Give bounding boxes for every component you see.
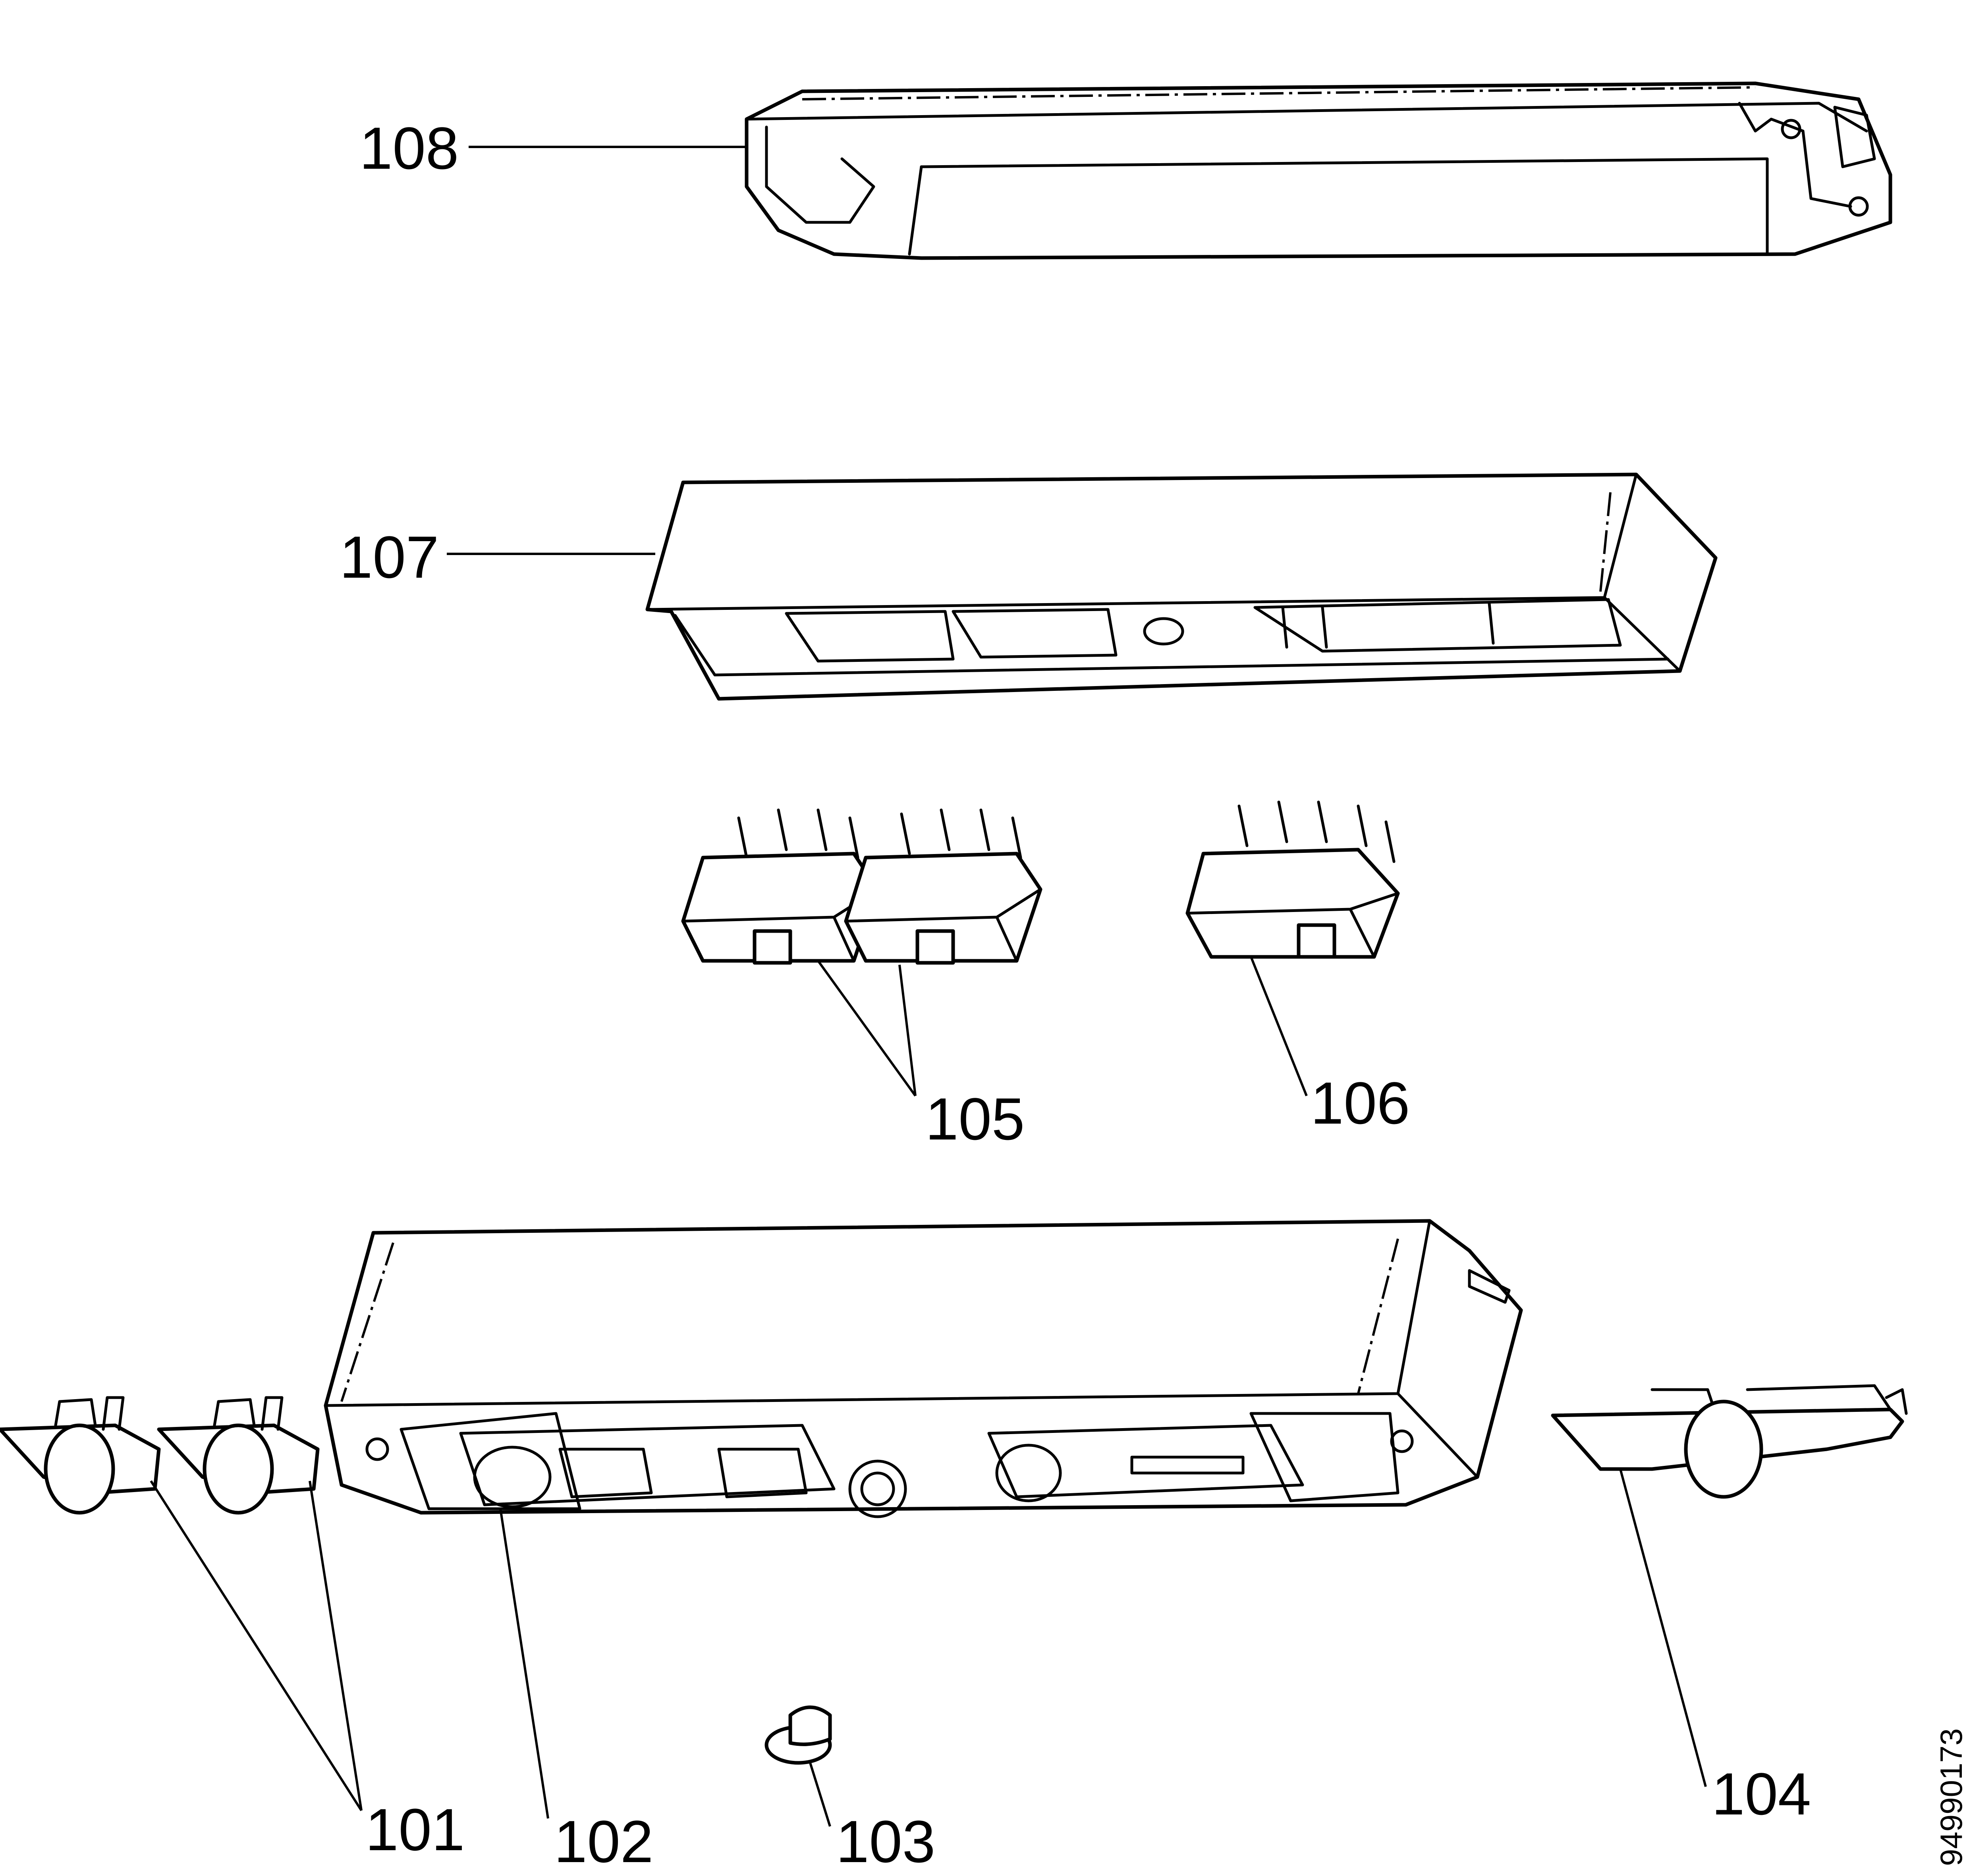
leader-105-a — [817, 960, 917, 1097]
leader-105-b — [898, 964, 917, 1096]
callout-107: 107 — [340, 524, 439, 590]
part-101-clip-right — [157, 1396, 320, 1515]
callout-104: 104 — [1712, 1760, 1811, 1827]
leader-lines — [150, 146, 1707, 1827]
document-number: 94990173 — [1934, 1728, 1969, 1866]
part-103-knob — [764, 1705, 832, 1765]
callout-106: 106 — [1311, 1070, 1410, 1136]
leader-101-a — [150, 1480, 363, 1811]
callout-108: 108 — [359, 115, 459, 181]
leader-102 — [499, 1508, 549, 1819]
callout-103: 103 — [836, 1808, 935, 1875]
part-106-switch — [1185, 800, 1400, 959]
part-105-switch-left — [681, 808, 880, 965]
part-102-housing — [324, 1219, 1523, 1518]
leader-103 — [809, 1762, 831, 1827]
part-104-end-cap — [1551, 1384, 1908, 1499]
leader-104 — [1619, 1469, 1707, 1787]
leader-101-b — [309, 1481, 363, 1811]
part-108-top-rail — [745, 81, 1892, 260]
callout-101: 101 — [365, 1796, 465, 1863]
callout-105: 105 — [925, 1085, 1025, 1152]
part-101-clip-left — [0, 1396, 161, 1515]
leader-106 — [1250, 956, 1308, 1097]
callout-labels: 108 107 105 106 101 102 103 104 94990173 — [340, 115, 1969, 1875]
callout-102: 102 — [554, 1808, 653, 1875]
part-105-switch-right — [844, 808, 1042, 965]
part-107-cover — [645, 472, 1718, 701]
